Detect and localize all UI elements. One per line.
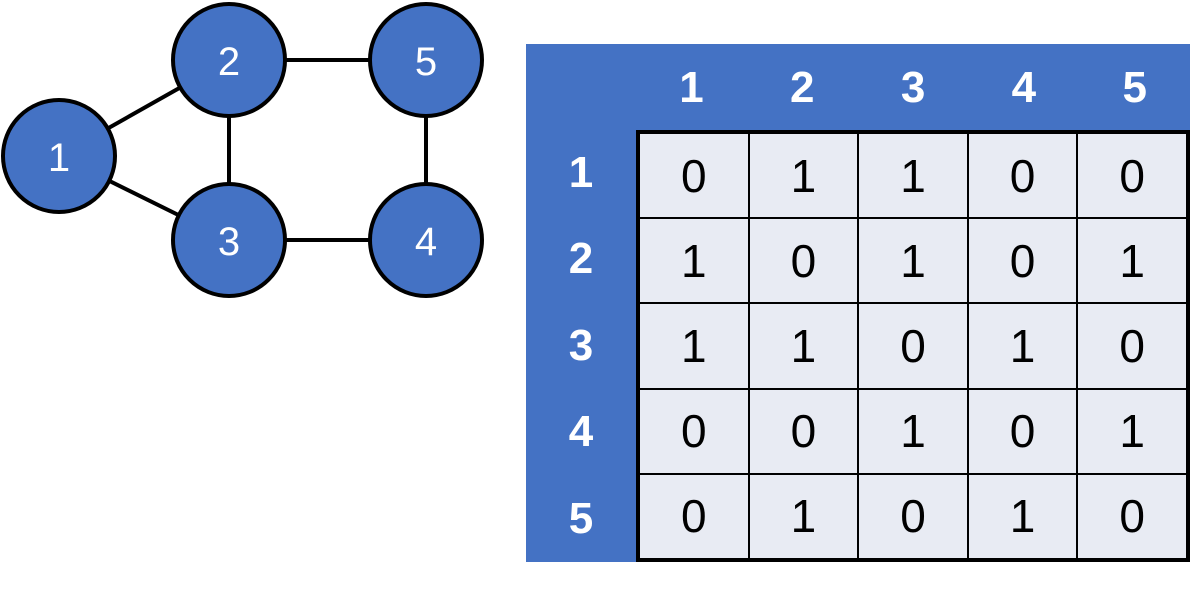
matrix-header-background bbox=[526, 44, 1190, 562]
matrix-cell-4-5: 1 bbox=[1077, 388, 1187, 474]
graph-node-3: 3 bbox=[171, 182, 287, 298]
matrix-cell-4-1: 0 bbox=[639, 388, 749, 474]
matrix-cell-5-4: 1 bbox=[967, 473, 1078, 559]
matrix-cell-3-4: 1 bbox=[967, 303, 1078, 389]
matrix-cell-5-5: 0 bbox=[1077, 473, 1187, 559]
matrix-cell-5-3: 0 bbox=[858, 473, 968, 559]
graph-node-label: 4 bbox=[415, 220, 437, 264]
matrix-cell-1-3: 1 bbox=[858, 133, 968, 219]
matrix-cell-2-5: 1 bbox=[1077, 218, 1187, 304]
graph-node-circle bbox=[368, 182, 484, 298]
graph-node-label: 2 bbox=[218, 40, 240, 84]
matrix-column-header-1: 1 bbox=[679, 63, 704, 112]
graph-node-circle bbox=[171, 182, 287, 298]
graph-node-label: 1 bbox=[48, 136, 70, 180]
matrix-cell-5-2: 1 bbox=[748, 473, 859, 559]
matrix-row-header-1: 1 bbox=[568, 148, 594, 197]
matrix-cell-2-1: 1 bbox=[639, 218, 749, 304]
graph-node-label: 5 bbox=[415, 40, 437, 84]
graph-node-circle bbox=[171, 2, 287, 118]
matrix-cell-5-1: 0 bbox=[639, 473, 749, 559]
graph-node-circle bbox=[1, 98, 117, 214]
matrix-column-header-5: 5 bbox=[1122, 63, 1147, 112]
matrix-row-header-5: 5 bbox=[568, 493, 594, 543]
matrix-cell-3-1: 1 bbox=[639, 303, 749, 389]
matrix-row-header-3: 3 bbox=[568, 320, 594, 370]
matrix-cell-4-3: 1 bbox=[858, 388, 968, 474]
matrix-column-header-2: 2 bbox=[790, 63, 815, 112]
matrix-cell-1-5: 0 bbox=[1077, 133, 1187, 219]
matrix-cell-2-2: 0 bbox=[748, 218, 859, 304]
matrix-cell-3-2: 1 bbox=[748, 303, 859, 389]
matrix-row-header-4: 4 bbox=[568, 407, 594, 457]
matrix-column-header-4: 4 bbox=[1011, 63, 1037, 112]
matrix-cell-1-1: 0 bbox=[639, 133, 749, 219]
matrix-cell-2-4: 0 bbox=[967, 218, 1078, 304]
graph-node-2: 2 bbox=[171, 2, 287, 118]
matrix-cell-4-4: 0 bbox=[967, 388, 1078, 474]
graph-node-1: 1 bbox=[1, 98, 117, 214]
graph-diagram: 1 2 3 4 5 bbox=[1, 2, 484, 298]
matrix-row-header-2: 2 bbox=[568, 234, 594, 284]
graph-node-circle bbox=[368, 2, 484, 118]
matrix-cell-3-5: 0 bbox=[1077, 303, 1187, 389]
graph-nodes: 1 2 3 4 5 bbox=[1, 2, 484, 298]
graph-node-label: 3 bbox=[218, 220, 240, 264]
graph-node-5: 5 bbox=[368, 2, 484, 118]
matrix-cell-2-3: 1 bbox=[858, 218, 968, 304]
matrix-cell-1-4: 0 bbox=[967, 133, 1078, 219]
matrix-cell-4-2: 0 bbox=[748, 388, 859, 474]
matrix-cell-3-3: 0 bbox=[858, 303, 968, 389]
graph-node-4: 4 bbox=[368, 182, 484, 298]
matrix-column-header-3: 3 bbox=[900, 63, 926, 112]
matrix-cell-1-2: 1 bbox=[748, 133, 859, 219]
